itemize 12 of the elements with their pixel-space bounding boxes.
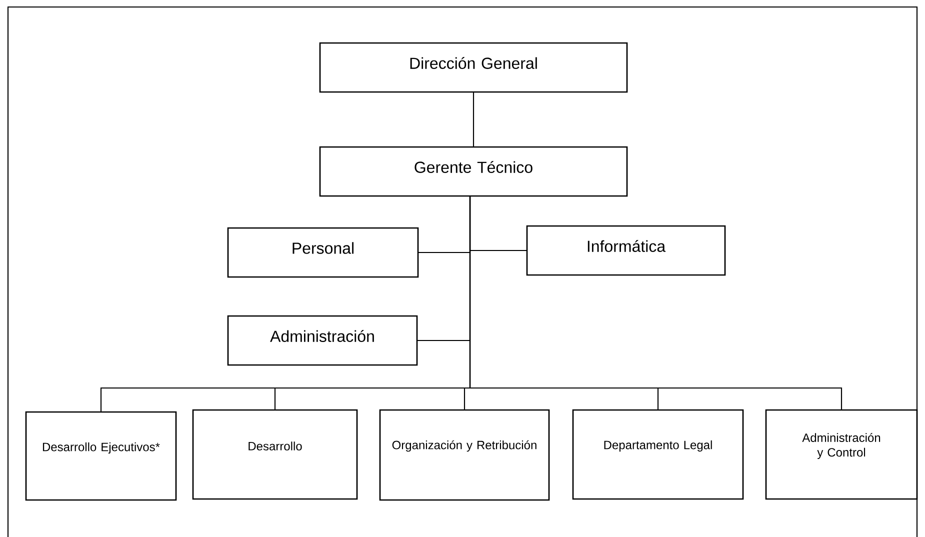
department-box: Desarrollo Ejecutivos* (25, 411, 177, 501)
department-box: Organización y Retribución (379, 409, 550, 501)
department-box: Administración y Control (765, 409, 918, 500)
org-box: Dirección General (319, 42, 628, 93)
connector-line (472, 92, 474, 147)
org-box: Informática (526, 225, 726, 276)
org-box: Gerente Técnico (319, 146, 628, 197)
connector-line (469, 196, 842, 410)
department-box: Desarrollo (192, 409, 358, 500)
org-box: Administración (227, 315, 418, 366)
org-box: Personal (227, 227, 419, 278)
department-box: Departamento Legal (572, 409, 744, 500)
